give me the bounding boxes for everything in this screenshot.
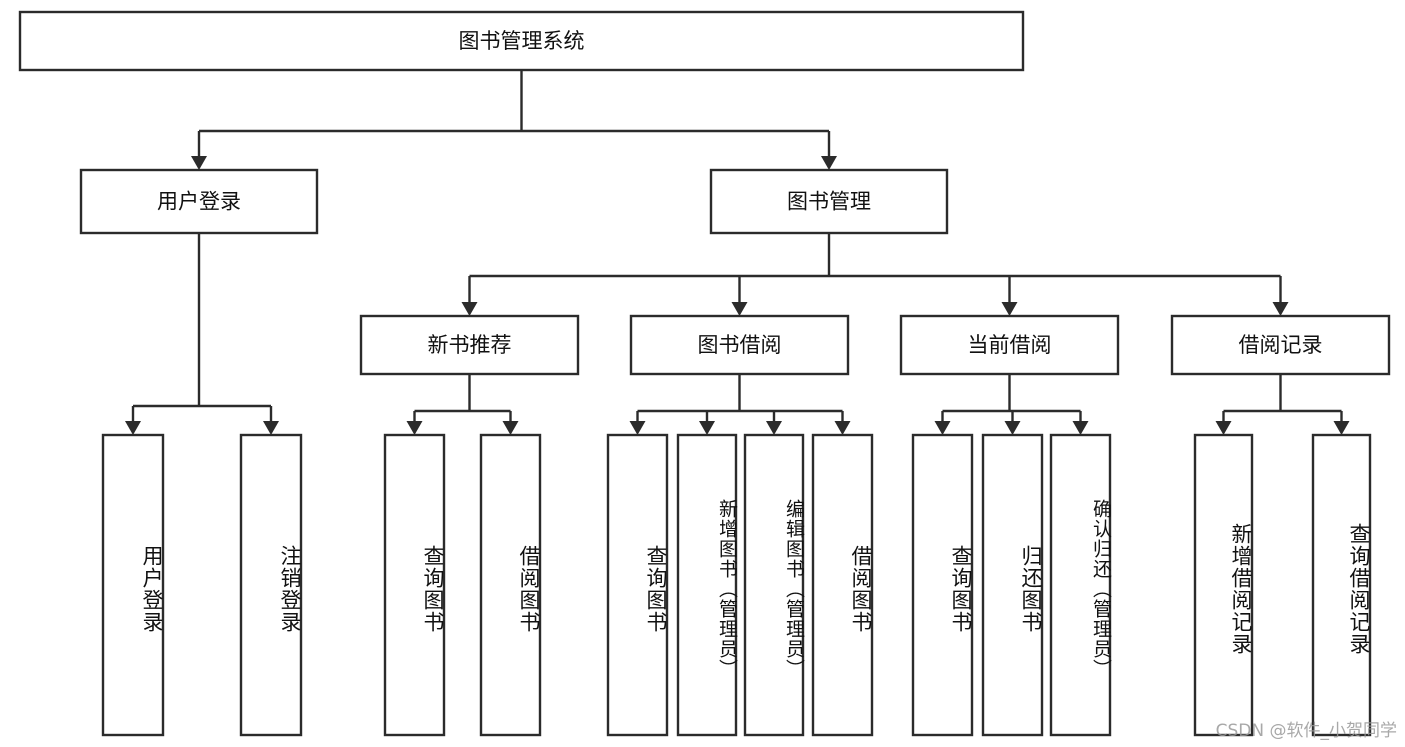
node-box-新增借阅记录-11[interactable]	[1193, 433, 1254, 737]
arrow-head-icon	[502, 421, 519, 435]
node-label-当前借阅-2: 当前借阅	[968, 333, 1052, 357]
arrow-head-icon	[699, 421, 715, 435]
node-label-用户登录-0: 用户登录	[157, 190, 241, 214]
arrow-head-icon	[834, 421, 851, 435]
node-box-借阅记录-3[interactable]	[1170, 314, 1391, 376]
node-label-图书管理系统: 图书管理系统	[459, 29, 585, 53]
node-box-借阅图书-3[interactable]	[479, 433, 542, 737]
arrow-head-icon	[125, 421, 141, 435]
node-box-查询图书-8[interactable]	[911, 433, 974, 737]
node-box-归还图书-9[interactable]	[981, 433, 1044, 737]
node-box-图书借阅-1[interactable]	[629, 314, 850, 376]
node-box-查询借阅记录-12[interactable]	[1311, 433, 1372, 737]
arrow-head-icon	[191, 156, 207, 170]
arrow-head-icon	[766, 421, 782, 435]
arrow-head-icon	[731, 302, 748, 316]
node-layer	[18, 10, 1391, 737]
node-box-编辑图书管理员-6[interactable]	[743, 433, 805, 737]
node-box-借阅图书-7[interactable]	[811, 433, 874, 737]
arrow-head-icon	[1072, 421, 1089, 435]
node-box-用户登录-0[interactable]	[101, 433, 165, 737]
node-box-当前借阅-2[interactable]	[899, 314, 1120, 376]
node-label-借阅记录-3: 借阅记录	[1239, 333, 1323, 357]
arrow-head-icon	[1215, 421, 1232, 435]
watermark-text: CSDN @软件_小贺同学	[1215, 721, 1397, 741]
arrow-head-icon	[263, 421, 279, 435]
node-box-用户登录-0[interactable]	[79, 168, 319, 235]
arrow-head-icon	[629, 421, 646, 435]
node-label-新书推荐-0: 新书推荐	[428, 333, 512, 357]
arrow-head-icon	[461, 302, 478, 316]
arrow-head-icon	[934, 421, 951, 435]
arrow-head-icon	[821, 156, 837, 170]
arrow-head-icon	[1272, 302, 1289, 316]
arrow-head-icon	[1001, 302, 1018, 316]
node-label-图书管理-1: 图书管理	[787, 190, 871, 214]
node-box-图书管理-1[interactable]	[709, 168, 949, 235]
node-box-查询图书-2[interactable]	[383, 433, 446, 737]
node-label-图书借阅-1: 图书借阅	[698, 333, 782, 357]
arrow-head-icon	[1004, 421, 1021, 435]
node-box-新书推荐-0[interactable]	[359, 314, 580, 376]
node-box-查询图书-4[interactable]	[606, 433, 669, 737]
node-box-注销登录-1[interactable]	[239, 433, 303, 737]
node-box-图书管理系统[interactable]	[18, 10, 1025, 72]
node-box-新增图书管理员-5[interactable]	[676, 433, 738, 737]
arrow-head-icon	[406, 421, 423, 435]
connector-layer	[125, 70, 1350, 435]
arrow-head-icon	[1333, 421, 1350, 435]
node-box-确认归还管理员-10[interactable]	[1049, 433, 1112, 737]
